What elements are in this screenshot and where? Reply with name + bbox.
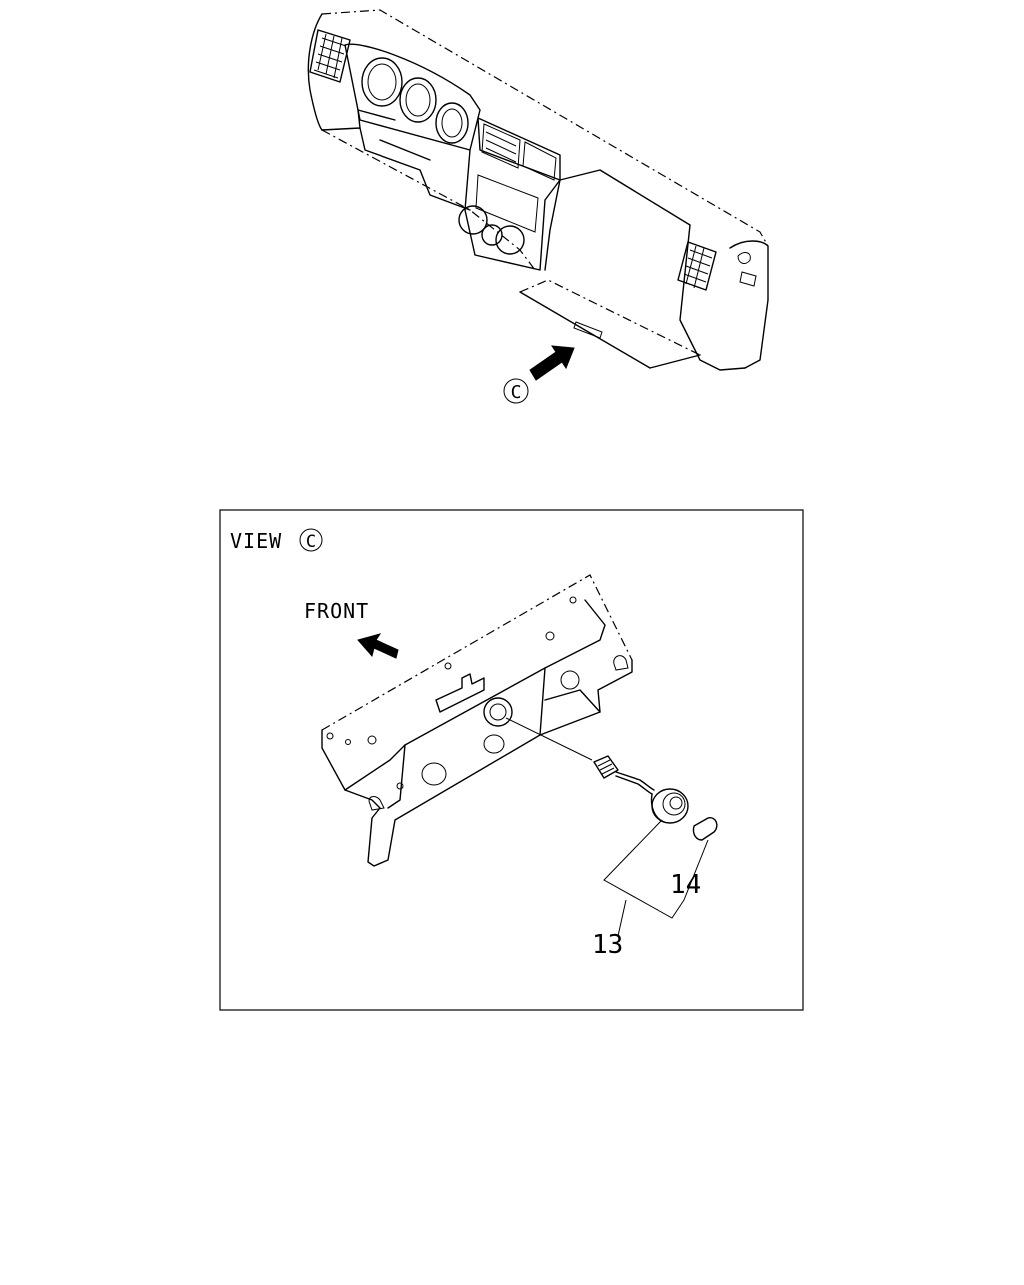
- part-number-14: 14: [670, 870, 701, 900]
- screw-hole: [326, 732, 334, 740]
- socket-center: [669, 796, 683, 810]
- socket-rim: [662, 792, 686, 816]
- bulb-icon: [692, 817, 718, 841]
- bulb-socket: [650, 788, 689, 824]
- glovebox-outline: [544, 169, 746, 371]
- view-title-callout: C: [299, 528, 323, 552]
- connector-icon: [593, 755, 619, 779]
- view-title: VIEW: [230, 529, 282, 553]
- panel-recess: [387, 667, 601, 809]
- screw-hole: [367, 735, 377, 745]
- left-vent-icon: [309, 29, 351, 83]
- glovebox-front: [519, 291, 701, 369]
- view-c-frame: [219, 509, 804, 1011]
- center-stack: [458, 117, 561, 271]
- right-end-details: [737, 252, 757, 287]
- view-arrow-icon: [529, 345, 575, 381]
- panel-hole: [483, 697, 513, 727]
- dashboard-left-end: [307, 13, 323, 131]
- glovebox-lower-edge: [519, 279, 701, 356]
- panel-hole-inner: [489, 703, 507, 721]
- panel-hole-lower: [483, 734, 505, 754]
- front-label: FRONT: [304, 599, 369, 623]
- corner-tab-left: [368, 796, 385, 811]
- wire-to-socket: [615, 771, 655, 795]
- callout-c-top: C: [503, 378, 529, 404]
- screw-hole: [345, 739, 351, 745]
- instrument-hood: [344, 43, 481, 151]
- panel-slot: [435, 673, 485, 713]
- dashboard-right-end: [729, 240, 769, 369]
- panel-hole-right: [560, 670, 580, 690]
- gauge-cluster: [361, 57, 469, 144]
- corner-tab-right: [613, 655, 629, 671]
- screw-hole: [569, 596, 577, 604]
- connector-ribs: [597, 759, 615, 775]
- screw-hole: [545, 631, 555, 641]
- glovebox-handle: [573, 321, 603, 339]
- screw-hole: [396, 782, 404, 790]
- leader-lines: [603, 819, 709, 937]
- dashboard-left-lower-edge: [321, 129, 536, 271]
- lower-panel-drawing: [321, 574, 633, 867]
- panel-outline: [321, 659, 633, 867]
- screw-hole: [444, 662, 452, 670]
- front-arrow-icon: [357, 633, 399, 659]
- right-vent-icon: [677, 241, 717, 291]
- view-title-letter: C: [306, 532, 316, 552]
- wire-line: [505, 717, 593, 761]
- panel-hole-left: [421, 762, 447, 786]
- panel-top-edge: [321, 574, 633, 731]
- dashboard-left-lower: [321, 109, 471, 211]
- dashboard-illustration: [307, 9, 769, 371]
- part-number-13: 13: [592, 930, 623, 960]
- harness-connector: [505, 717, 655, 795]
- callout-circle: [503, 378, 529, 404]
- callout-letter-top: C: [511, 382, 522, 403]
